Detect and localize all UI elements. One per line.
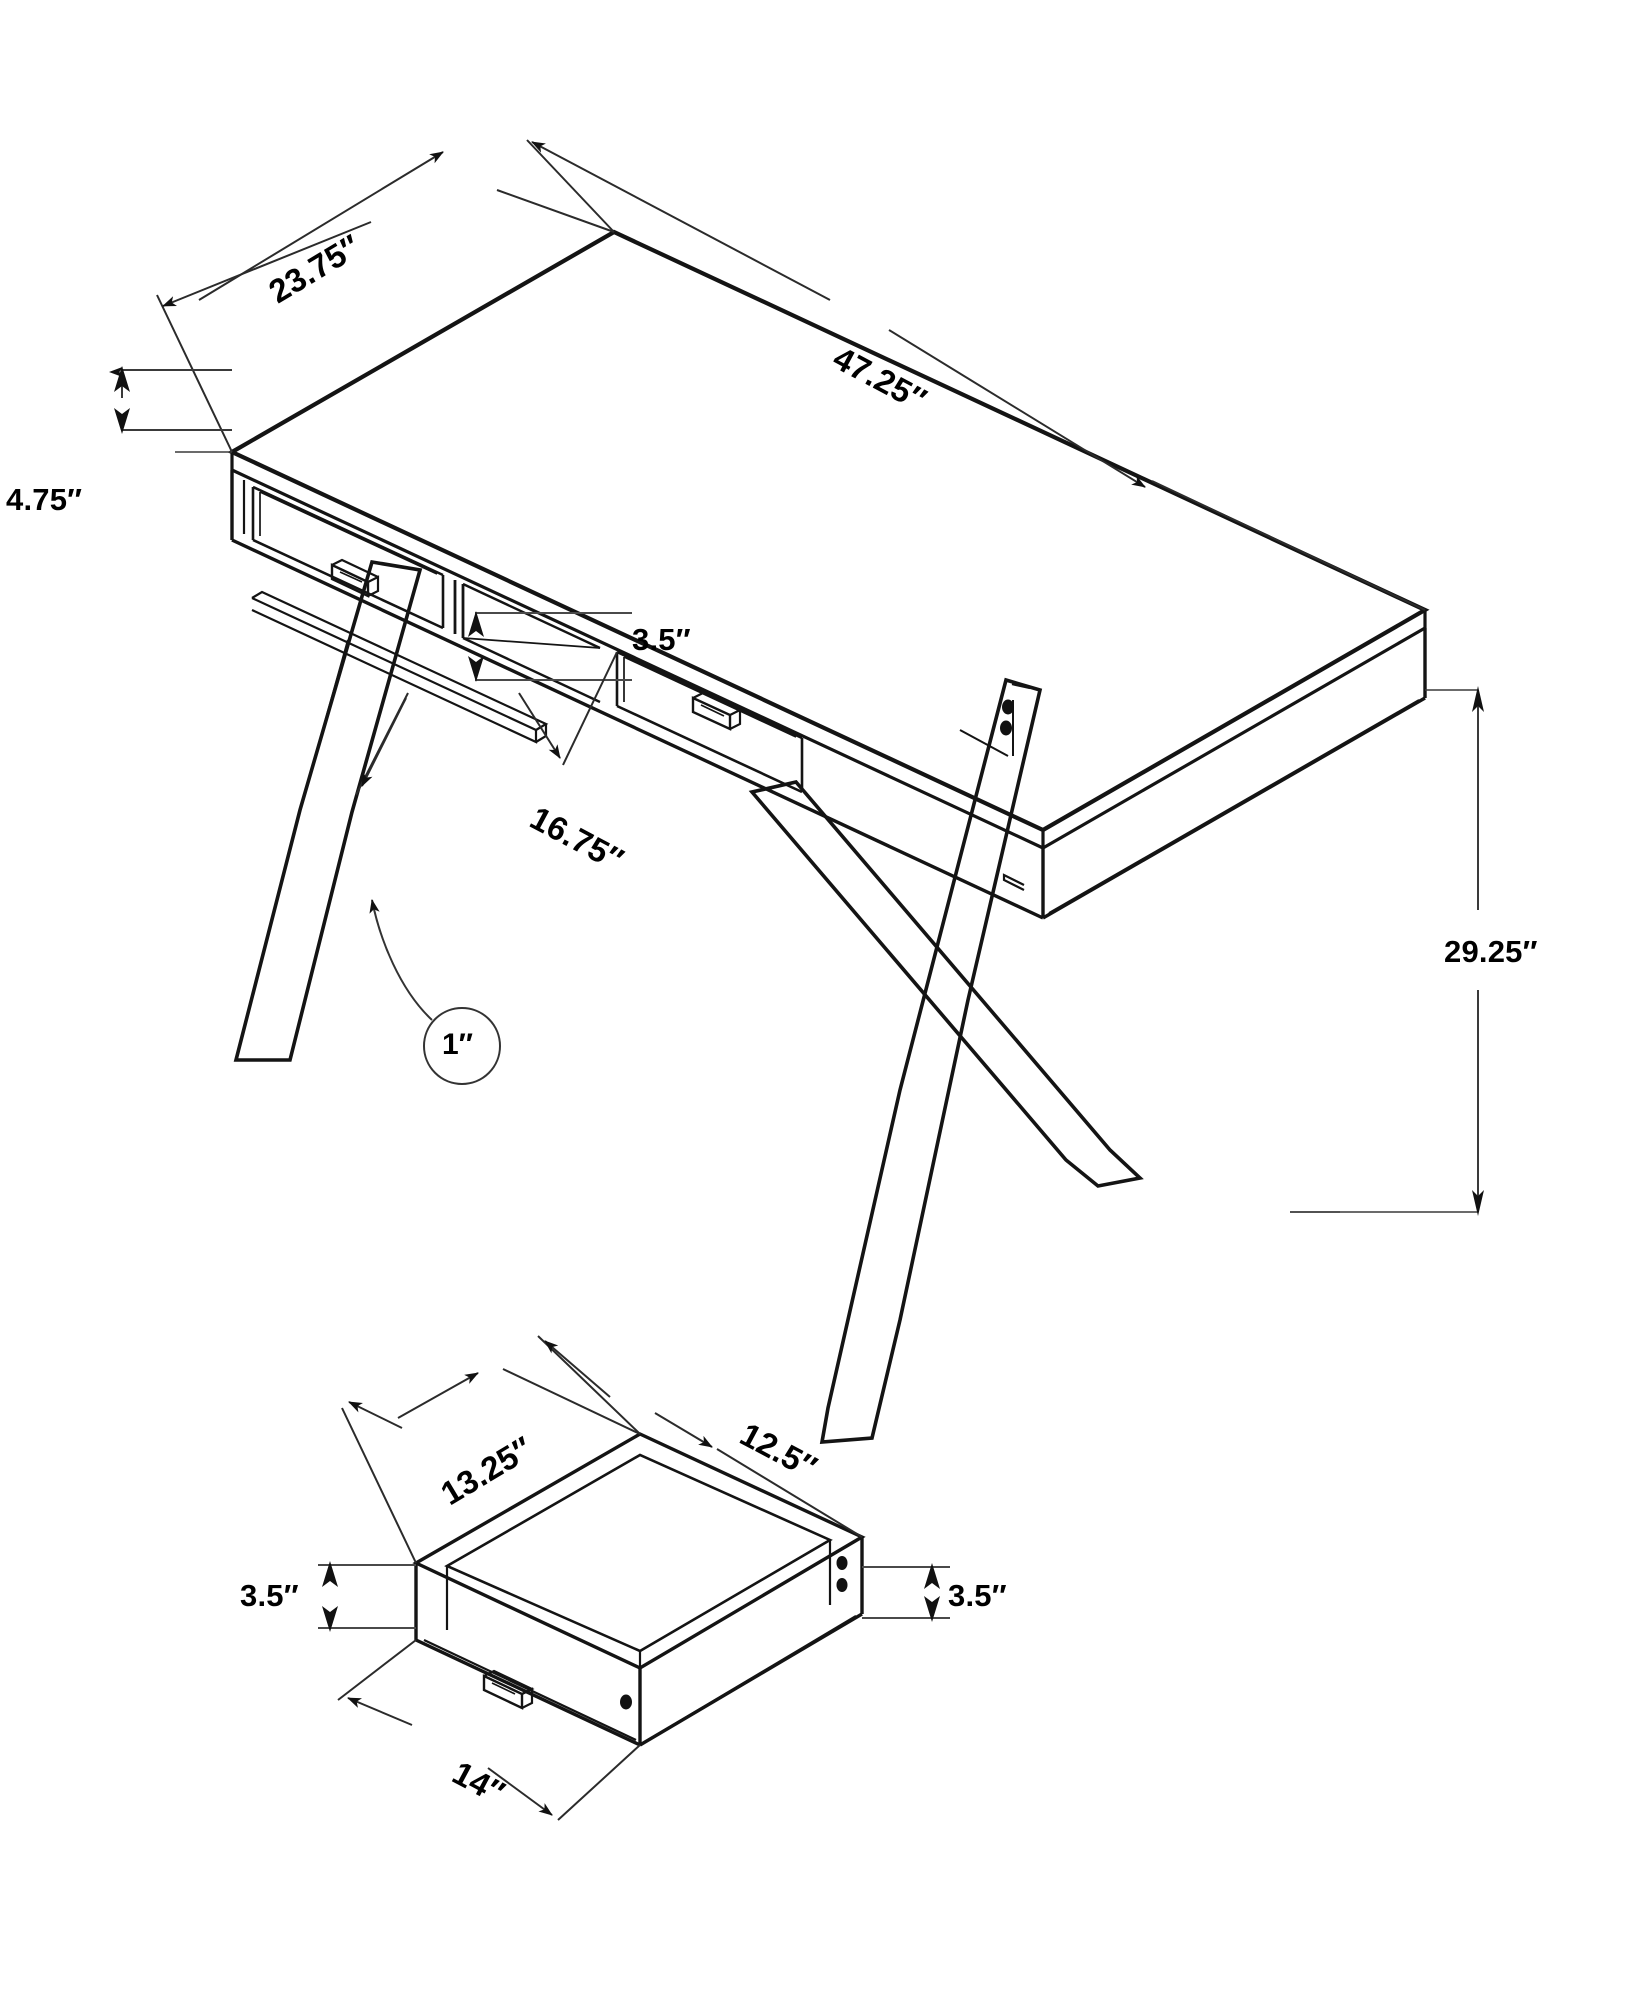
- drawer-handle-right: [691, 691, 742, 731]
- leg-x-left-detail: [304, 639, 350, 791]
- desk-front-apron-right: [1042, 628, 1427, 920]
- dim-line-box-front-width: [337, 1639, 641, 1821]
- dim-line-drawer-opening: [475, 612, 632, 681]
- callout-label-leg-thickness: 1″: [442, 1028, 474, 1061]
- leg-screw-dots: [1000, 699, 1014, 736]
- dim-line-box-width: [537, 1335, 863, 1538]
- dim-line-box-depth: [341, 1368, 641, 1564]
- dim-line-depth-top: [156, 151, 615, 453]
- dim-line-overall-height: [1340, 689, 1479, 1213]
- dim-arrow-box-height-right: [924, 1563, 940, 1622]
- dim-label-drawer-opening-height: 3.5″: [632, 622, 691, 657]
- leg-x-left-bar-b: [420, 572, 540, 1010]
- dim-line-drawer-width: [355, 651, 618, 796]
- drawer-box-handle: [482, 1669, 535, 1710]
- callout-circle-leg: [369, 899, 501, 1085]
- dim-line-box-height-left: [318, 1564, 416, 1629]
- dim-arrow-drawer-opening: [468, 611, 484, 682]
- desk-top-thickness: [230, 452, 1427, 850]
- leg-x-right-bar-b: [819, 677, 1043, 1444]
- dim-arrow-box-height-left: [322, 1561, 338, 1632]
- dim-label-apron-height: 4.75″: [6, 482, 83, 517]
- drawer-divider-left: [453, 580, 465, 638]
- desk-rear-support: [1002, 873, 1025, 891]
- leg-x-right: [748, 780, 1144, 1188]
- dim-arrow-apron: [114, 366, 130, 434]
- dim-line-width-top: [526, 139, 1426, 611]
- dim-line-box-height-right: [862, 1566, 950, 1619]
- leg-x-left: [233, 559, 423, 1062]
- drawer-box-screws: [620, 1556, 848, 1710]
- desk-top-surface: [227, 229, 1430, 833]
- desk-front-apron-left: [230, 470, 1045, 920]
- dim-label-overall-height: 29.25″: [1444, 934, 1538, 969]
- dim-line-apron-height: [109, 366, 232, 453]
- dim-label-box-height-right: 3.5″: [948, 1578, 1007, 1613]
- drawer-front-left: [251, 485, 445, 630]
- drawer-opening-center: [462, 582, 601, 704]
- dim-arrow-overall-height: [1472, 686, 1484, 1216]
- dim-label-box-height-left: 3.5″: [240, 1578, 299, 1613]
- drawer-handle-left: [330, 558, 380, 598]
- drawer-box-sides: [414, 1537, 864, 1747]
